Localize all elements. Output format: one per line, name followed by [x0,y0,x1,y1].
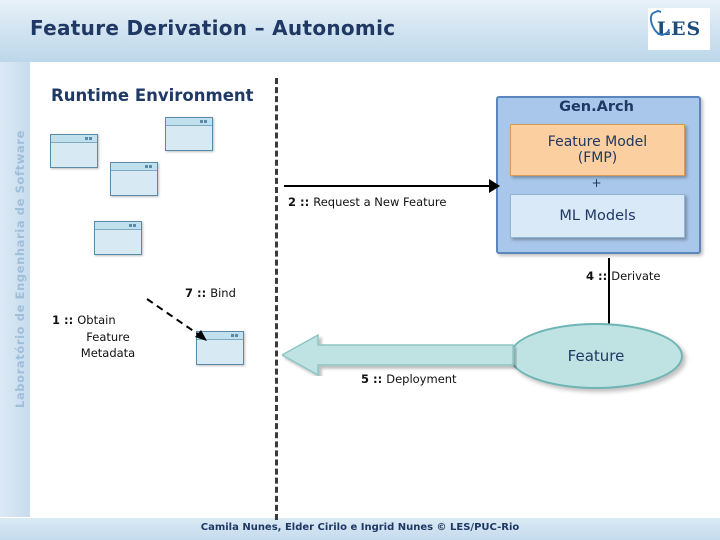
deployment-block-arrow [282,334,517,376]
step-1-label: 1 :: Obtain Feature Metadata [52,312,164,362]
step-1-line1: Obtain [77,313,116,327]
window-titlebar [166,118,212,126]
feature-model-box: Feature Model (FMP) [510,124,685,176]
step-7-label: 7 :: Bind [185,286,236,300]
header-band [0,0,720,63]
bind-arrow [145,297,225,352]
window-titlebar [111,163,157,171]
step-1-number: 1 :: [52,313,78,327]
footer-credit: Camila Nunes, Elder Cirilo e Ingrid Nune… [200,522,520,533]
derivate-arrow-line [608,258,610,364]
dashed-divider [275,78,278,520]
left-band-label: Laboratório de Engenharia de Software [13,130,27,408]
step-2-text: Request a New Feature [313,195,447,209]
browser-window-icon [50,134,98,168]
runtime-environment-label: Runtime Environment [51,86,254,105]
left-vertical-band: Laboratório de Engenharia de Software [0,62,30,517]
page-title: Feature Derivation – Autonomic [30,16,396,40]
step-2-label: 2 :: Request a New Feature [288,195,447,209]
window-titlebar [51,135,97,143]
step-4-number: 4 :: [586,269,612,283]
feature-model-line2: (FMP) [577,150,618,166]
step-5-text: Deployment [386,372,457,386]
bind-arrow-shape [146,298,207,341]
plus-symbol: + [591,176,602,190]
footer-band [0,517,720,540]
les-logo: LES [648,8,710,50]
step-5-number: 5 :: [361,372,387,386]
ml-models-label: ML Models [559,208,636,224]
browser-window-icon [94,221,142,255]
browser-window-icon [110,162,158,196]
feature-model-line1: Feature Model [547,133,648,150]
window-titlebar [95,222,141,230]
step-4-text: Derivate [611,269,661,283]
logo-text: LES [656,18,702,40]
step-2-number: 2 :: [288,195,314,209]
step-4-label: 4 :: Derivate [586,269,661,283]
step-7-number: 7 :: [185,286,211,300]
window-titlebar [197,332,243,340]
ml-models-box: ML Models [510,194,685,238]
feature-node-label: Feature [567,347,625,365]
diagram-canvas: Runtime Environment Gen.Arch Feature Mod… [30,62,720,520]
browser-window-icon [165,117,213,151]
request-arrow-line [284,185,489,187]
deployment-arrow-shape [282,334,514,376]
step-7-text: Bind [210,286,236,300]
genarch-title: Gen.Arch [559,99,634,115]
step-1-line3: Metadata [80,346,136,361]
feature-node: Feature [509,323,683,389]
step-5-label: 5 :: Deployment [361,372,457,386]
step-1-line2: Feature [86,329,130,344]
request-arrow-head [489,179,500,193]
